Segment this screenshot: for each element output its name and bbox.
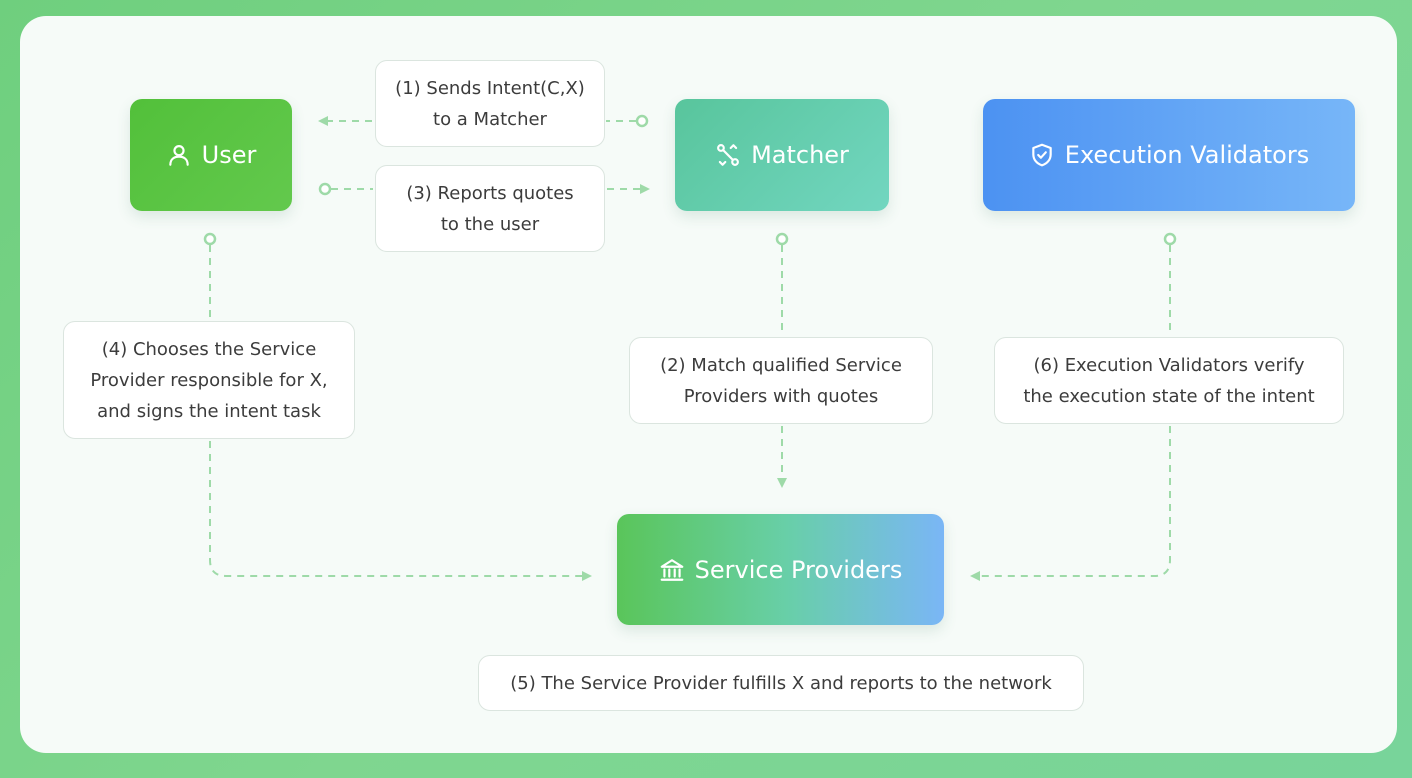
step-3-callout: (3) Reports quotes to the user [375,165,605,252]
person-icon [168,145,189,166]
step-2-line-2: Providers with quotes [683,385,879,407]
step-6-line-2: the execution state of the intent [1023,385,1315,407]
step-3-line-1: (3) Reports quotes [406,182,574,204]
step-4-callout: (4) Chooses the Service Provider respons… [63,321,355,439]
matcher-node: Matcher [675,99,889,211]
step-6-line-1: (6) Execution Validators verify [1033,354,1305,376]
matcher-label: Matcher [751,141,849,169]
step-2-line-1: (2) Match qualified Service [660,354,902,376]
step-5-callout: (5) The Service Provider fulfills X and … [478,655,1084,711]
user-node: User [130,99,292,211]
shield-check-icon [1032,143,1052,167]
service-providers-label: Service Providers [694,555,903,584]
user-label: User [201,141,257,169]
execution-validators-node: Execution Validators [983,99,1355,211]
service-providers-node: Service Providers [617,514,944,625]
route-icon [717,144,740,166]
step-1-callout: (1) Sends Intent(C,X) to a Matcher [375,60,605,147]
execution-validators-label: Execution Validators [1064,141,1310,169]
step-3-line-2: to the user [440,213,540,235]
connector-dot-validators-bottom [1163,232,1177,246]
bank-icon [660,558,684,581]
connector-step-4-bottom [209,441,592,581]
step-5-line-1: (5) The Service Provider fulfills X and … [510,672,1052,694]
step-4-line-1: (4) Chooses the Service [101,338,317,360]
step-4-line-2: Provider responsible for X, [90,369,328,391]
connector-dot-user-right [318,182,332,196]
step-6-callout: (6) Execution Validators verify the exec… [994,337,1344,424]
connector-dot-matcher-left [635,114,649,128]
step-1-line-2: to a Matcher [433,108,547,130]
connector-dot-matcher-bottom [775,232,789,246]
step-4-line-3: and signs the intent task [97,400,321,422]
connector-dot-user-bottom [203,232,217,246]
connector-step-6-bottom [970,426,1171,581]
step-2-callout: (2) Match qualified Service Providers wi… [629,337,933,424]
step-1-line-1: (1) Sends Intent(C,X) [395,77,585,99]
